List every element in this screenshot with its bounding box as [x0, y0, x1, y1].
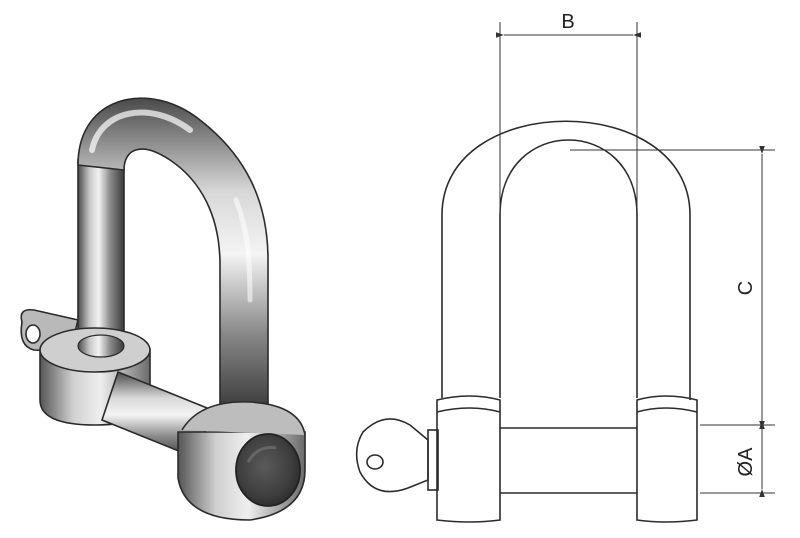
- pin-eye-outline: [355, 418, 429, 493]
- dimension-a: ØA: [700, 421, 775, 497]
- left-lug-outline: [436, 395, 501, 523]
- dimension-label-b: B: [561, 11, 574, 33]
- bow-outer-outline: [441, 120, 691, 400]
- dimension-b: B: [496, 11, 641, 214]
- shackle-render: [20, 97, 306, 521]
- bow-inner-outline: [499, 139, 638, 398]
- dimension-label-a: ØA: [735, 447, 757, 477]
- bow-render: [77, 97, 269, 411]
- pin-cap-render: [235, 433, 301, 507]
- right-collar-render: [177, 401, 306, 521]
- dimension-c: C: [570, 146, 775, 429]
- left-leg-render: [77, 159, 125, 341]
- right-lug-outline: [636, 395, 698, 523]
- shackle-drawing: [355, 120, 698, 523]
- dimension-label-c: C: [735, 281, 757, 295]
- pin-outline: [500, 427, 637, 494]
